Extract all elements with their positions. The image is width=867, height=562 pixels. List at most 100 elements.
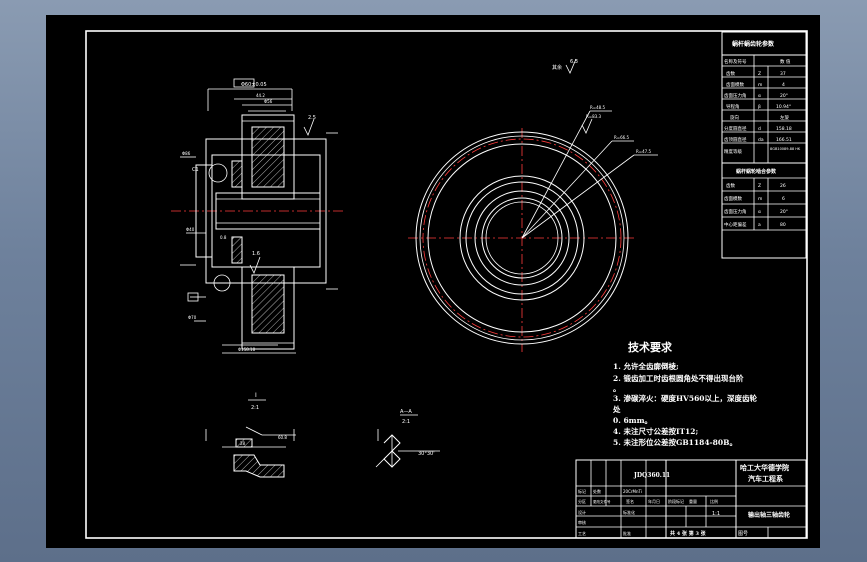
tb-label-change: 更改文件号 xyxy=(593,499,611,504)
detail-dim-2: 60.8 xyxy=(278,435,287,440)
roughness-value: 6.3 xyxy=(570,59,578,65)
param-row-val: 左旋 xyxy=(780,114,789,121)
detail-i-view xyxy=(205,399,296,478)
param-row-val: 158.18 xyxy=(776,126,792,132)
tb-label-sign: 签名 xyxy=(626,498,634,504)
param2-row-val: 20° xyxy=(780,209,788,215)
drawing-viewport[interactable]: Φ60±0.05 44.2 Φ56 Φ86 Φ40 Φ70 2.5 1.6 0.… xyxy=(46,15,820,548)
requirement-line-3: 。 xyxy=(613,384,621,393)
title-block xyxy=(575,459,807,539)
requirement-line-1: 1. 允许全齿廓倒棱; xyxy=(613,361,679,371)
radius-label-2: R=66.5 xyxy=(614,135,629,140)
param-row-name: 导程角 xyxy=(726,103,740,110)
requirement-line-7: 4. 未注尺寸公差按IT12; xyxy=(613,426,698,436)
side-section-view xyxy=(171,78,346,354)
param-row-name: 旋向 xyxy=(730,114,739,121)
material: 20CrMnTi xyxy=(623,489,642,494)
department-name: 汽车工程系 xyxy=(748,474,783,483)
param-row-val: 4 xyxy=(782,82,785,88)
param-row-val: 10.94° xyxy=(776,104,791,110)
drawing-number: JDQ360.11 xyxy=(633,472,670,479)
param-row-name: 齿顶圆直径 xyxy=(724,136,747,143)
sheet-label: 图号 xyxy=(738,531,748,537)
section-angle: 30°30' xyxy=(418,451,435,457)
section-aa-view xyxy=(375,414,440,468)
param-row-sym: β xyxy=(758,104,761,110)
param2-row-sym: α xyxy=(758,210,761,215)
tb-label-count: 处数 xyxy=(593,488,601,494)
radius-label-3: R=47.5 xyxy=(636,149,651,154)
dim-bore: Φ40 xyxy=(186,227,195,232)
param-header-name: 名称及符号 xyxy=(724,58,747,65)
roughness-symbol xyxy=(565,58,577,74)
sheet-info: 共 4 张 第 3 张 xyxy=(670,530,707,537)
param-row-name: 精度等级 xyxy=(724,148,742,155)
requirement-line-4: 3. 渗碳淬火：硬度HV560以上，深度齿轮 xyxy=(613,393,758,403)
param-row-val: 20° xyxy=(780,93,788,99)
requirement-line-2: 2. 锻齿加工时齿根圆角处不得出现台阶 xyxy=(613,373,744,383)
dim-small-1: 2.5 xyxy=(308,115,316,121)
tb-label-standard: 标准化 xyxy=(623,509,635,515)
param-row-name: 齿面压力角 xyxy=(724,92,747,99)
param-row-name: 齿面模数 xyxy=(726,81,744,88)
param-row-val: 166.51 xyxy=(776,137,792,143)
param2-row-val: 26 xyxy=(780,183,786,189)
param2-row-val: 6 xyxy=(782,196,785,202)
dim-pitch: Φ158.18 xyxy=(238,347,256,352)
section-aa-scale: 2:1 xyxy=(402,419,410,425)
param-row-val: 8GB10089-88 HK xyxy=(770,147,801,151)
radius-label-4: R=83.3 xyxy=(586,114,601,119)
dim-small-3: 0.8 xyxy=(220,235,227,240)
dim-c: C1 xyxy=(192,167,199,173)
dim-left: Φ86 xyxy=(182,151,191,156)
tb-label-date: 年月日 xyxy=(648,498,660,504)
param2-row-sym: a xyxy=(758,223,761,228)
param2-row-name: 中心距偏差 xyxy=(724,221,747,228)
param-row-name: 分度圆直径 xyxy=(724,125,747,132)
param-row-sym: Z xyxy=(758,71,761,77)
dim-top: Φ60±0.05 xyxy=(241,82,267,88)
detail-dim: 28 xyxy=(240,441,246,446)
dim-left-2: Φ70 xyxy=(188,315,197,320)
scale-value: 1:1 xyxy=(712,511,720,517)
param-table-subtitle: 蜗杆蜗轮啮合参数 xyxy=(736,168,777,175)
tb-label-zone: 分区 xyxy=(578,498,586,504)
param2-row-name: 齿面模数 xyxy=(724,195,742,202)
param-row-sym: d xyxy=(758,126,761,132)
tb-label-weight: 重量 xyxy=(689,498,697,504)
drawing-border xyxy=(85,30,808,539)
section-aa-label: A—A xyxy=(400,409,412,415)
tb-label-approve: 批准 xyxy=(623,530,631,536)
roughness-other: 其余 xyxy=(552,64,562,71)
part-name: 输出轴三轴齿轮 xyxy=(748,511,790,519)
param-row-val: 37 xyxy=(780,71,786,77)
param-header-value: 数 值 xyxy=(780,58,791,65)
dim-small-2: 1.6 xyxy=(252,251,260,257)
tb-label-design: 设计 xyxy=(578,509,586,515)
requirements-title: 技术要求 xyxy=(628,340,673,354)
tb-label-mark: 标记 xyxy=(578,488,586,494)
requirement-line-8: 5. 未注形位公差按GB1184-80B。 xyxy=(613,437,737,447)
param2-row-name: 齿数 xyxy=(726,182,735,189)
tb-label-stage: 阶段标记 xyxy=(668,498,684,504)
param2-row-val: 80 xyxy=(780,222,786,228)
tb-label-review: 审核 xyxy=(578,519,586,525)
cad-drawing: Φ60±0.05 44.2 Φ56 Φ86 Φ40 Φ70 2.5 1.6 0.… xyxy=(85,30,808,539)
radius-label-1: R=48.5 xyxy=(590,105,605,110)
dim-width: 44.2 xyxy=(256,93,265,98)
school-name: 哈工大华德学院 xyxy=(740,463,789,472)
param-row-name: 齿数 xyxy=(726,70,735,77)
param-row-sym: m xyxy=(758,83,762,88)
requirement-line-6: 0. 6mm。 xyxy=(613,416,652,425)
param-row-sym: α xyxy=(758,94,761,99)
param-row-sym: da xyxy=(758,137,764,143)
dim-hub: Φ56 xyxy=(264,99,273,104)
tb-label-process: 工艺 xyxy=(578,531,586,536)
param2-row-sym: Z xyxy=(758,183,761,189)
tb-label-scale: 比例 xyxy=(710,498,718,504)
detail-i-scale: 2:1 xyxy=(251,405,259,411)
param2-row-name: 齿面压力角 xyxy=(724,208,747,215)
requirement-line-5: 处 xyxy=(612,404,621,414)
front-circular-view xyxy=(408,110,658,352)
param-table-title: 蜗杆蜗齿轮参数 xyxy=(732,40,775,48)
